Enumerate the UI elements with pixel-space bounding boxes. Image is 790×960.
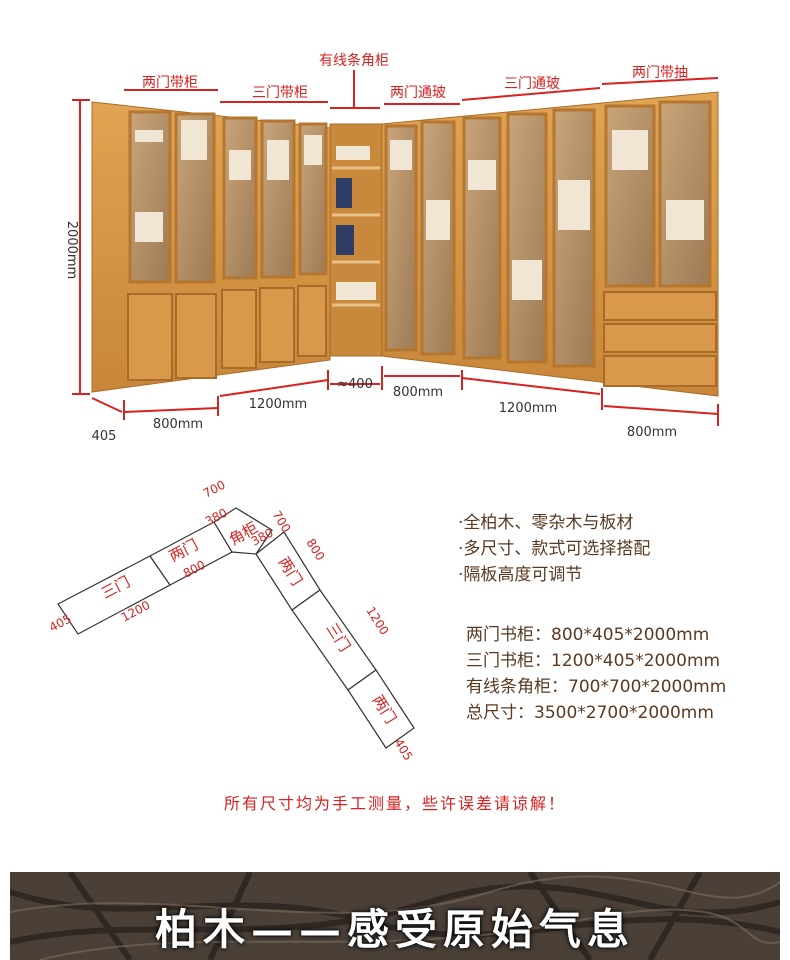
plan-d-405-right: 405 [391, 736, 415, 763]
label-three-door-cabinet: 三门带柜 [252, 85, 308, 101]
feature-item: ·多尺寸、款式可选择搭配 [458, 539, 651, 559]
size-item: 两门书柜：800*405*2000mm [466, 625, 710, 645]
dim-w2: 1200mm [249, 397, 307, 412]
banner: 柏木——感受原始气息 [10, 872, 780, 960]
dimension-lines [72, 70, 719, 426]
label-two-door-cabinet: 两门带柜 [142, 75, 198, 91]
dim-w1: 800mm [153, 417, 203, 432]
banner-background [10, 872, 780, 960]
size-item: 三门书柜：1200*405*2000mm [466, 651, 721, 671]
bookcase-dimension-diagram: 两门带柜 三门带柜 有线条角柜 两门通玻 三门通玻 两门带抽 2000mm 40… [64, 52, 719, 444]
left-cabinets [91, 101, 331, 393]
measurement-note: 所有尺寸均为手工测量，些许误差请谅解！ [223, 794, 566, 813]
plan-d-700-a: 700 [201, 478, 228, 501]
plan-two-door-end [347, 669, 415, 749]
label-two-door-glass: 两门通玻 [390, 85, 446, 101]
dim-w5: 800mm [627, 425, 677, 440]
dim-w3: 800mm [393, 385, 443, 400]
dim-w4: 1200mm [499, 401, 557, 416]
feature-item: ·隔板高度可调节 [458, 565, 583, 585]
size-item: 总尺寸：3500*2700*2000mm [466, 703, 714, 723]
label-two-door-drawer: 两门带抽 [632, 65, 688, 81]
plan-d-1200-right: 1200 [363, 604, 391, 637]
label-three-door-glass: 三门通玻 [504, 76, 560, 92]
dim-depth-left: 405 [92, 429, 117, 444]
plan-view-diagram: 三门 两门 角柜 两门 三门 两门 405 1200 800 700 380 7… [47, 478, 416, 763]
size-item: 有线条角柜：700*700*2000mm [466, 677, 727, 697]
banner-title: 柏木——感受原始气息 [154, 905, 635, 954]
feature-item: ·全柏木、零杂木与板材 [458, 513, 634, 533]
plan-d-800-right: 800 [303, 536, 327, 563]
plan-d-700-b: 700 [269, 508, 293, 535]
right-cabinets [381, 91, 719, 397]
plan-corner [213, 507, 273, 555]
label-corner-cabinet: 有线条角柜 [319, 52, 389, 69]
corner-cabinet [329, 123, 383, 357]
feature-list: ·全柏木、零杂木与板材 ·多尺寸、款式可选择搭配 ·隔板高度可调节 [458, 510, 650, 588]
dim-height: 2000mm [64, 221, 79, 279]
size-specs: 两门书柜：800*405*2000mm 三门书柜：1200*405*2000mm… [466, 622, 726, 726]
dim-corner: ≈400 [337, 377, 373, 392]
